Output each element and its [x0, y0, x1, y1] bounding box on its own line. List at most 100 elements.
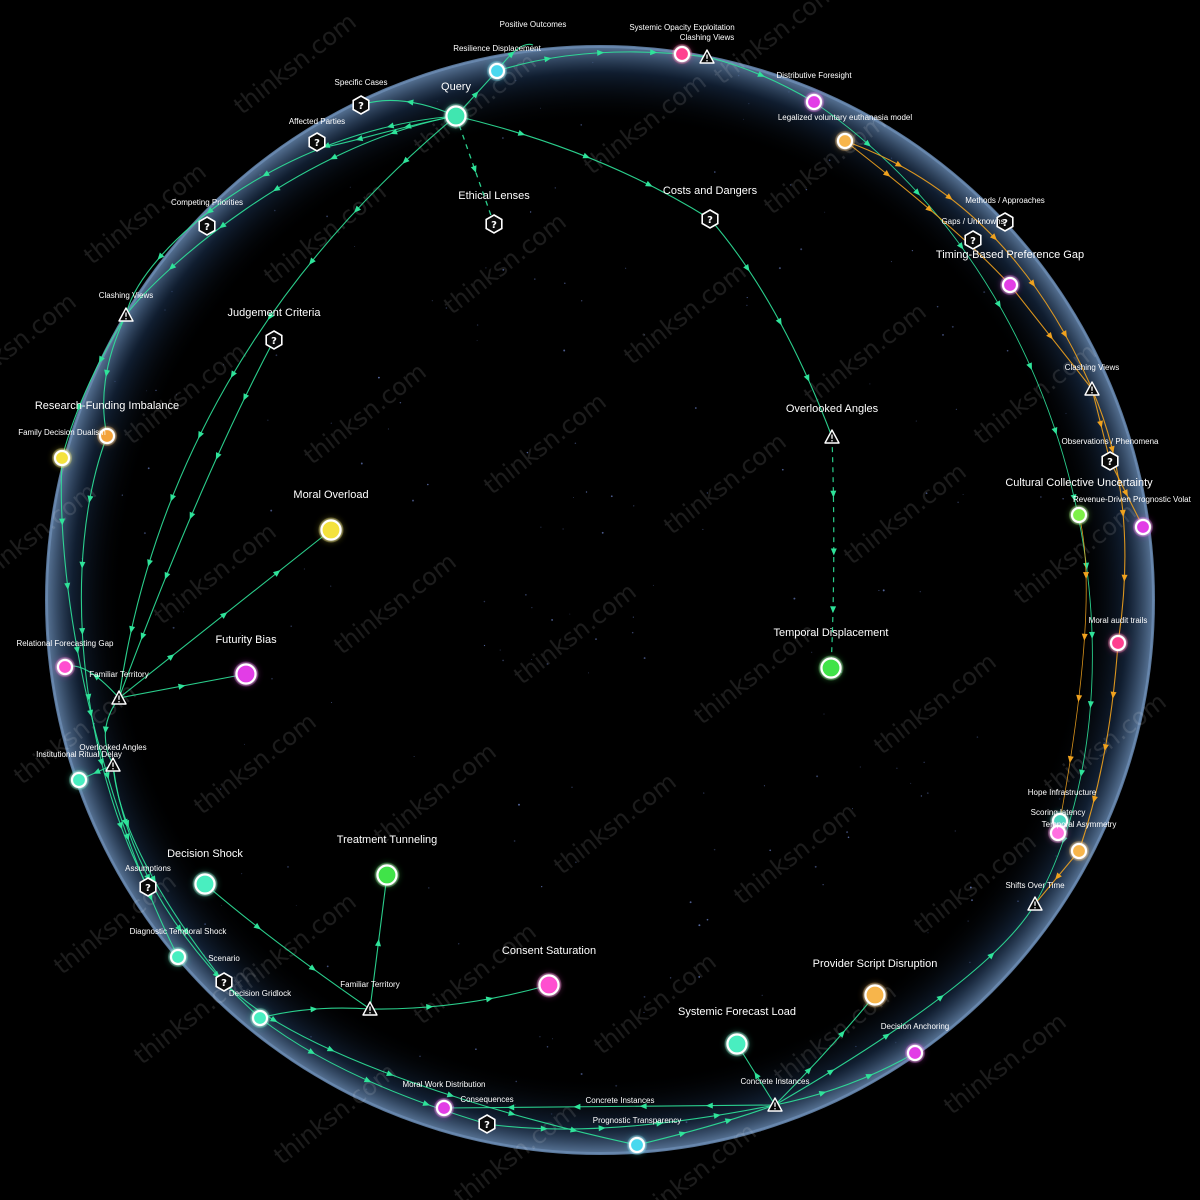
node-concrete-instances-bottom[interactable]: Concrete Instances — [586, 1096, 655, 1105]
link-arrow — [147, 559, 153, 567]
link-arrow — [1076, 694, 1083, 703]
link-arrow — [517, 130, 526, 136]
link-arrow — [73, 646, 80, 654]
node-timing-based-gap[interactable]: Timing-Based Preference Gap — [936, 249, 1084, 295]
node-moral-audit[interactable]: Moral audit trails — [1089, 616, 1148, 653]
node-label: Costs and Dangers — [663, 185, 758, 197]
node-query[interactable]: Query — [441, 81, 471, 129]
node-systemic-opacity[interactable]: Systemic Opacity Exploitation — [629, 23, 735, 64]
node-institutional-ritual[interactable]: Institutional Ritual Delay — [36, 750, 122, 790]
node-affected-parties[interactable]: ?Affected Parties — [289, 117, 345, 152]
node-label: Relational Forecasting Gap — [17, 639, 114, 648]
node-temporal-displacement[interactable]: Temporal Displacement — [774, 627, 889, 681]
node-label: Ethical Lenses — [458, 190, 530, 202]
node-dot — [906, 1044, 924, 1062]
node-clashing-views-right[interactable]: Clashing Views — [1065, 363, 1120, 396]
node-observations[interactable]: ?Observations / Phenomena — [1062, 437, 1159, 471]
node-consent-saturation[interactable]: Consent Saturation — [502, 945, 596, 998]
node-costs-dangers[interactable]: ? Costs and Dangers — [663, 185, 758, 229]
link-arrow — [1088, 631, 1095, 639]
node-systemic-forecast[interactable]: Systemic Forecast Load — [678, 1006, 796, 1057]
link-arrow — [713, 1112, 721, 1119]
link-arrow — [471, 91, 479, 99]
node-label: Assumptions — [125, 864, 171, 873]
link-arrow — [830, 490, 837, 498]
node-assumptions[interactable]: ? Assumptions — [125, 864, 171, 897]
node-legalized-euthanasia[interactable]: Legalized voluntary euthanasia model — [778, 113, 913, 151]
node-dot — [56, 658, 74, 676]
node-overlooked-angles-small[interactable]: Overlooked Angles — [79, 743, 147, 772]
node-dot — [70, 771, 88, 789]
node-methods-approaches[interactable]: ?Methods / Approaches — [965, 196, 1045, 232]
link-arrow — [215, 452, 222, 460]
node-dot — [1001, 276, 1019, 294]
node-scoring-latency[interactable]: Scoring latency — [1031, 808, 1086, 843]
node-treatment-tunneling[interactable]: Treatment Tunneling — [337, 834, 437, 888]
node-ethical-lenses[interactable]: ? Ethical Lenses — [458, 190, 530, 234]
node-temporal-asymmetry[interactable]: Temporal Asymmetry — [1042, 820, 1117, 861]
node-clashing-views-left[interactable]: Clashing Views — [99, 291, 154, 322]
node-gaps-unknowns[interactable]: ?Gaps / Unknowns — [941, 217, 1005, 250]
warning-dot — [1034, 907, 1036, 909]
link-arrow — [1119, 509, 1126, 517]
node-label: Methods / Approaches — [965, 196, 1045, 205]
node-clashing-views-top[interactable]: Clashing Views — [680, 33, 735, 64]
link-arrow — [98, 355, 105, 364]
node-decision-gridlock[interactable]: Decision Gridlock — [229, 989, 292, 1028]
link-arrow — [269, 1015, 278, 1023]
link-arrow — [838, 1030, 845, 1038]
question-mark-glyph: ? — [145, 883, 151, 894]
link-arrow — [775, 317, 782, 326]
link-arrow — [390, 128, 398, 135]
node-distributive-foresight[interactable]: Distributive Foresight — [776, 71, 852, 112]
node-cultural-collective[interactable]: Cultural Collective Uncertainty — [1005, 477, 1153, 525]
node-positive-outcomes[interactable]: Positive Outcomes — [500, 20, 567, 29]
node-prognostic-transparency[interactable]: Prognostic Transparency — [593, 1116, 682, 1155]
node-diagnostic-shock[interactable]: Diagnostic Temporal Shock — [130, 927, 228, 967]
link-line — [118, 115, 457, 699]
link-arrow — [402, 156, 410, 164]
node-moral-overload[interactable]: Moral Overload — [293, 489, 369, 543]
link-line — [830, 436, 835, 669]
question-icon — [352, 95, 370, 115]
node-relational-forecasting[interactable]: Relational Forecasting Gap — [17, 639, 114, 677]
node-specific-cases[interactable]: ?Specific Cases — [335, 78, 388, 115]
node-concrete-instances-right[interactable]: Concrete Instances — [741, 1077, 810, 1112]
node-revenue-driven[interactable]: Revenue-Driven Prognostic Volat — [1073, 495, 1192, 537]
node-consequences[interactable]: ?Consequences — [460, 1095, 514, 1134]
node-futurity-bias[interactable]: Futurity Bias — [215, 634, 277, 687]
node-resilience-displacement[interactable]: Resilience Displacement — [453, 44, 542, 81]
link-arrow — [1026, 362, 1032, 370]
node-decision-shock[interactable]: Decision Shock — [167, 848, 243, 897]
link-arrow — [883, 170, 891, 177]
question-mark-glyph: ? — [491, 220, 497, 231]
link-arrow — [540, 1125, 548, 1132]
node-familiar-territory-left[interactable]: Familiar Territory — [89, 670, 149, 705]
node-familiar-territory-bottom[interactable]: Familiar Territory — [340, 980, 400, 1016]
question-icon — [265, 330, 283, 350]
question-icon — [308, 132, 326, 152]
node-decision-anchoring[interactable]: Decision Anchoring — [881, 1022, 949, 1063]
link-arrow — [273, 185, 281, 192]
node-judgement-criteria[interactable]: ?Judgement Criteria — [228, 307, 322, 350]
node-moral-work[interactable]: Moral Work Distribution — [403, 1080, 486, 1118]
node-research-funding[interactable]: Research-Funding Imbalance — [35, 400, 179, 446]
node-family-decision[interactable]: Family Decision Dualism — [18, 428, 106, 468]
link-arrow — [1083, 572, 1090, 580]
question-icon — [964, 230, 982, 250]
link-arrow — [1122, 489, 1128, 497]
node-overlooked-angles[interactable]: Overlooked Angles — [786, 403, 879, 444]
question-mark-glyph: ? — [358, 101, 364, 112]
node-provider-script[interactable]: Provider Script Disruption — [813, 958, 938, 1008]
node-dot — [1070, 506, 1088, 524]
link-arrow — [64, 582, 71, 590]
node-shifts-over-time[interactable]: Shifts Over Time — [1005, 881, 1065, 911]
link-arrow — [206, 207, 214, 214]
link-line — [443, 1104, 776, 1109]
node-scenario[interactable]: ?Scenario — [208, 954, 240, 992]
question-mark-glyph: ? — [707, 215, 713, 226]
question-icon — [478, 1114, 496, 1134]
node-label: Revenue-Driven Prognostic Volat — [1073, 495, 1192, 504]
node-competing-priorities[interactable]: ?Competing Priorities — [171, 198, 243, 236]
node-label: Institutional Ritual Delay — [36, 750, 122, 759]
